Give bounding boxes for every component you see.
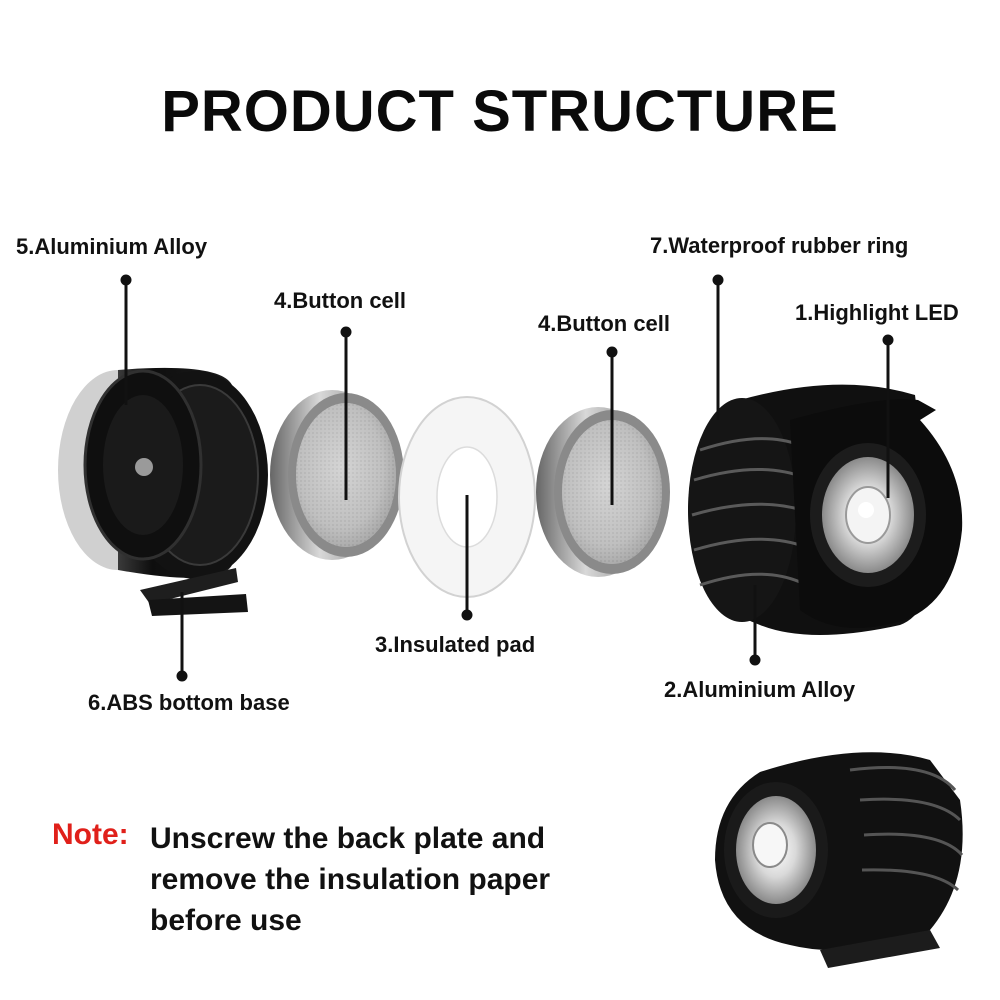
assembled-light xyxy=(715,752,964,968)
button-cell-right xyxy=(536,407,670,577)
label-aluminium-alloy-front: 2.Aluminium Alloy xyxy=(664,677,856,702)
leader-dot xyxy=(606,346,618,358)
button-cell-left xyxy=(270,390,404,560)
label-button-cell-right: 4.Button cell xyxy=(538,311,671,336)
leader-dot xyxy=(882,334,894,346)
label-highlight-led: 1.Highlight LED xyxy=(795,300,959,325)
aluminium-back-cap xyxy=(58,367,268,616)
leader-dot xyxy=(461,609,473,621)
label-abs-bottom-base: 6.ABS bottom base xyxy=(88,690,290,715)
leader-dot xyxy=(340,326,352,338)
leader-dot xyxy=(712,274,724,286)
page-title: PRODUCT STRUCTURE xyxy=(161,79,839,144)
label-aluminium-alloy-back: 5.Aluminium Alloy xyxy=(16,234,208,259)
leader-dot xyxy=(120,274,132,286)
leader-dot xyxy=(176,670,188,682)
label-waterproof-ring: 7.Waterproof rubber ring xyxy=(650,233,909,258)
label-button-cell-left: 4.Button cell xyxy=(274,288,407,313)
note-label: Note: xyxy=(52,818,129,851)
leader-dot xyxy=(749,654,761,666)
front-housing xyxy=(688,384,963,635)
note-text: Unscrew the back plate and remove the in… xyxy=(150,822,551,937)
label-insulated-pad: 3.Insulated pad xyxy=(375,632,536,657)
leader-lines xyxy=(120,274,894,682)
